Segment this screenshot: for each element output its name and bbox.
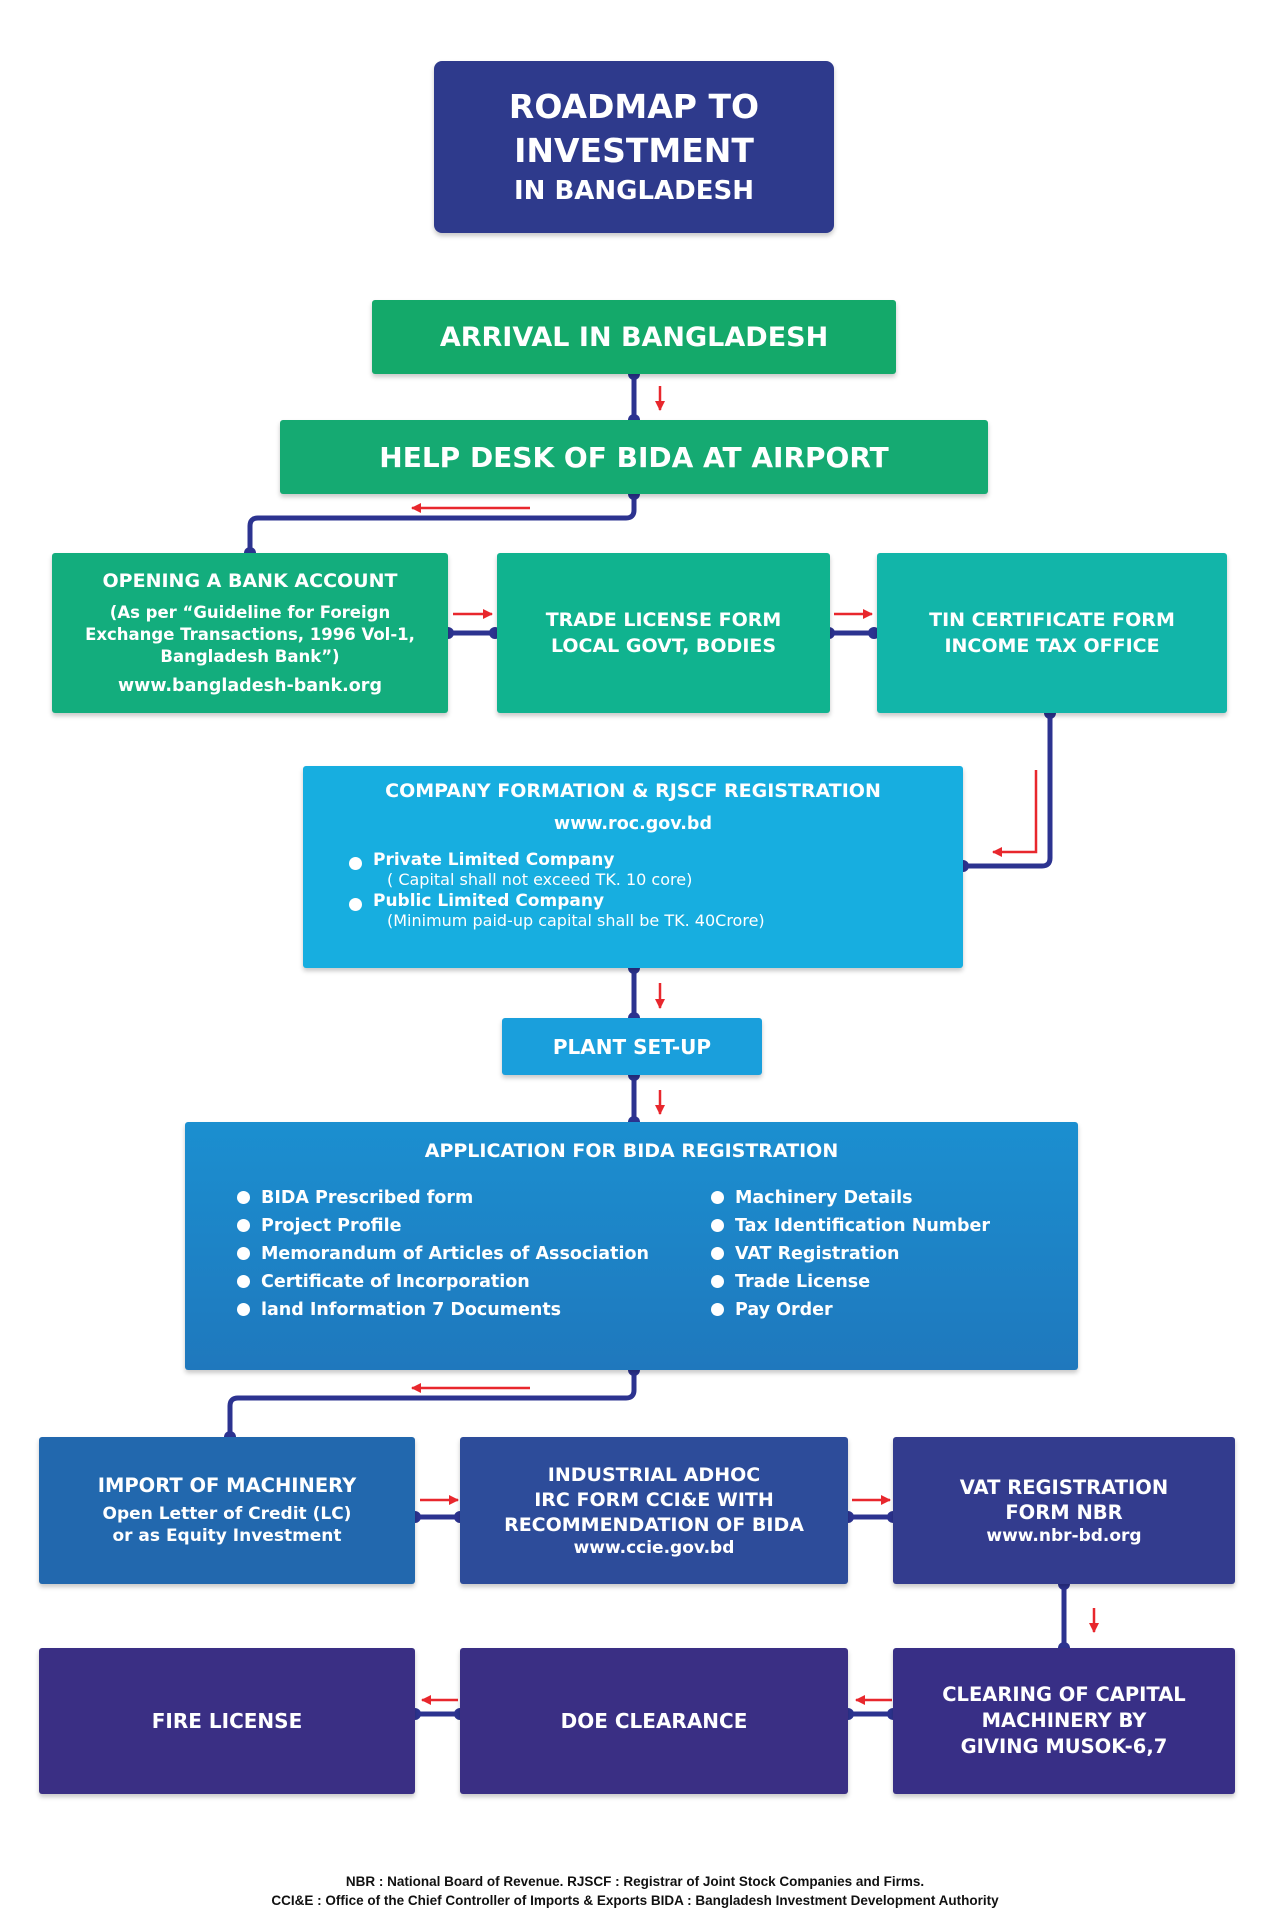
step-irc-form: INDUSTRIAL ADHOC IRC FORM CCI&E WITH REC… bbox=[460, 1437, 848, 1584]
step-arrival-label: ARRIVAL IN BANGLADESH bbox=[439, 321, 829, 353]
step-irc-line-1: INDUSTRIAL ADHOC bbox=[547, 1464, 761, 1486]
company-type-label: Public Limited Company bbox=[373, 891, 605, 911]
footer-abbreviations-2: CCI&E : Office of the Chief Controller o… bbox=[271, 1893, 999, 1908]
step-fire-label: FIRE LICENSE bbox=[151, 1709, 303, 1733]
connector-bida-import bbox=[227, 1367, 637, 1443]
step-tin-line-1: TIN CERTIFICATE FORM bbox=[929, 609, 1175, 631]
step-helpdesk-label: HELP DESK OF BIDA AT AIRPORT bbox=[379, 440, 889, 474]
step-company-title: COMPANY FORMATION & RJSCF REGISTRATION bbox=[385, 780, 881, 802]
step-import-title: IMPORT OF MACHINERY bbox=[97, 1474, 357, 1497]
step-vat-line-2: FORM NBR bbox=[1005, 1500, 1123, 1524]
company-type-label: Private Limited Company bbox=[373, 850, 615, 870]
step-bank-account: OPENING A BANK ACCOUNT (As per “Guidelin… bbox=[52, 553, 448, 713]
page-title: ROADMAP TO INVESTMENT IN BANGLADESH bbox=[434, 61, 834, 233]
step-vat-registration: VAT REGISTRATION FORM NBR www.nbr-bd.org bbox=[893, 1437, 1235, 1584]
company-type-note: (Minimum paid-up capital shall be TK. 40… bbox=[387, 911, 765, 930]
step-clearing-line-3: GIVING MUSOK-6,7 bbox=[960, 1735, 1168, 1758]
list-item: Machinery Details bbox=[707, 1184, 990, 1212]
step-bank-note: (As per “Guideline for Foreign Exchange … bbox=[85, 603, 415, 666]
step-trade-line-2: LOCAL GOVT, BODIES bbox=[550, 635, 777, 657]
step-tin-line-2: INCOME TAX OFFICE bbox=[944, 635, 1160, 657]
company-type-list: Private Limited Company ( Capital shall … bbox=[345, 850, 765, 930]
list-item: BIDA Prescribed form bbox=[233, 1184, 683, 1212]
arrow-down-left-icon bbox=[992, 770, 1038, 857]
step-vat-url[interactable]: www.nbr-bd.org bbox=[986, 1525, 1142, 1546]
step-doe-label: DOE CLEARANCE bbox=[560, 1709, 748, 1733]
step-plant-setup: PLANT SET-UP bbox=[502, 1018, 762, 1075]
list-item: Pay Order bbox=[707, 1296, 990, 1324]
step-bank-title: OPENING A BANK ACCOUNT bbox=[102, 570, 398, 592]
title-line-3: IN BANGLADESH bbox=[513, 176, 755, 206]
step-vat-line-1: VAT REGISTRATION bbox=[959, 1475, 1169, 1499]
step-bida-title: APPLICATION FOR BIDA REGISTRATION bbox=[424, 1140, 839, 1162]
step-clearing-line-2: MACHINERY BY bbox=[981, 1709, 1147, 1732]
step-arrival: ARRIVAL IN BANGLADESH bbox=[372, 300, 896, 374]
connector-tin-company bbox=[960, 710, 1053, 869]
connector-helpdesk-bank bbox=[247, 491, 637, 559]
step-trade-line-1: TRADE LICENSE FORM bbox=[545, 609, 782, 631]
step-helpdesk: HELP DESK OF BIDA AT AIRPORT bbox=[280, 420, 988, 494]
step-company-formation: COMPANY FORMATION & RJSCF REGISTRATION w… bbox=[303, 766, 963, 968]
step-doe-clearance: DOE CLEARANCE bbox=[460, 1648, 848, 1794]
step-clearing-machinery: CLEARING OF CAPITAL MACHINERY BY GIVING … bbox=[893, 1648, 1235, 1794]
step-plant-label: PLANT SET-UP bbox=[552, 1034, 712, 1059]
step-irc-line-3: RECOMMENDATION OF BIDA bbox=[504, 1514, 804, 1536]
step-bida-registration: APPLICATION FOR BIDA REGISTRATION BIDA P… bbox=[185, 1122, 1078, 1370]
list-item: Private Limited Company ( Capital shall … bbox=[345, 850, 765, 889]
step-tin-certificate: TIN CERTIFICATE FORM INCOME TAX OFFICE bbox=[877, 553, 1227, 713]
list-item: Public Limited Company (Minimum paid-up … bbox=[345, 891, 765, 930]
list-item: Certificate of Incorporation bbox=[233, 1268, 683, 1296]
step-company-url[interactable]: www.roc.gov.bd bbox=[554, 814, 712, 834]
company-type-note: ( Capital shall not exceed TK. 10 core) bbox=[387, 870, 693, 889]
step-bank-url[interactable]: www.bangladesh-bank.org bbox=[118, 676, 382, 696]
list-item: Project Profile bbox=[233, 1212, 683, 1240]
step-irc-line-2: IRC FORM CCI&E WITH bbox=[534, 1489, 774, 1511]
footer-abbreviations-1: NBR : National Board of Revenue. RJSCF :… bbox=[345, 1874, 925, 1889]
step-import-line-1: Open Letter of Credit (LC) bbox=[102, 1504, 352, 1524]
step-clearing-line-1: CLEARING OF CAPITAL bbox=[942, 1683, 1186, 1706]
step-import-line-2: or as Equity Investment bbox=[112, 1526, 342, 1546]
list-item: Tax Identification Number bbox=[707, 1212, 990, 1240]
list-item: Trade License bbox=[707, 1268, 990, 1296]
list-item: Memorandum of Articles of Association bbox=[233, 1240, 683, 1268]
list-item: VAT Registration bbox=[707, 1240, 990, 1268]
title-line-1: ROADMAP TO bbox=[508, 87, 760, 126]
step-fire-license: FIRE LICENSE bbox=[39, 1648, 415, 1794]
step-import-machinery: IMPORT OF MACHINERY Open Letter of Credi… bbox=[39, 1437, 415, 1584]
bida-list-left: BIDA Prescribed form Project Profile Mem… bbox=[233, 1184, 683, 1324]
title-line-2: INVESTMENT bbox=[514, 131, 754, 170]
step-trade-license: TRADE LICENSE FORM LOCAL GOVT, BODIES bbox=[497, 553, 830, 713]
list-item: land Information 7 Documents bbox=[233, 1296, 683, 1324]
bida-list-right: Machinery Details Tax Identification Num… bbox=[707, 1184, 990, 1324]
bida-document-lists: BIDA Prescribed form Project Profile Mem… bbox=[185, 1184, 1078, 1324]
step-irc-url[interactable]: www.ccie.gov.bd bbox=[573, 1538, 735, 1558]
